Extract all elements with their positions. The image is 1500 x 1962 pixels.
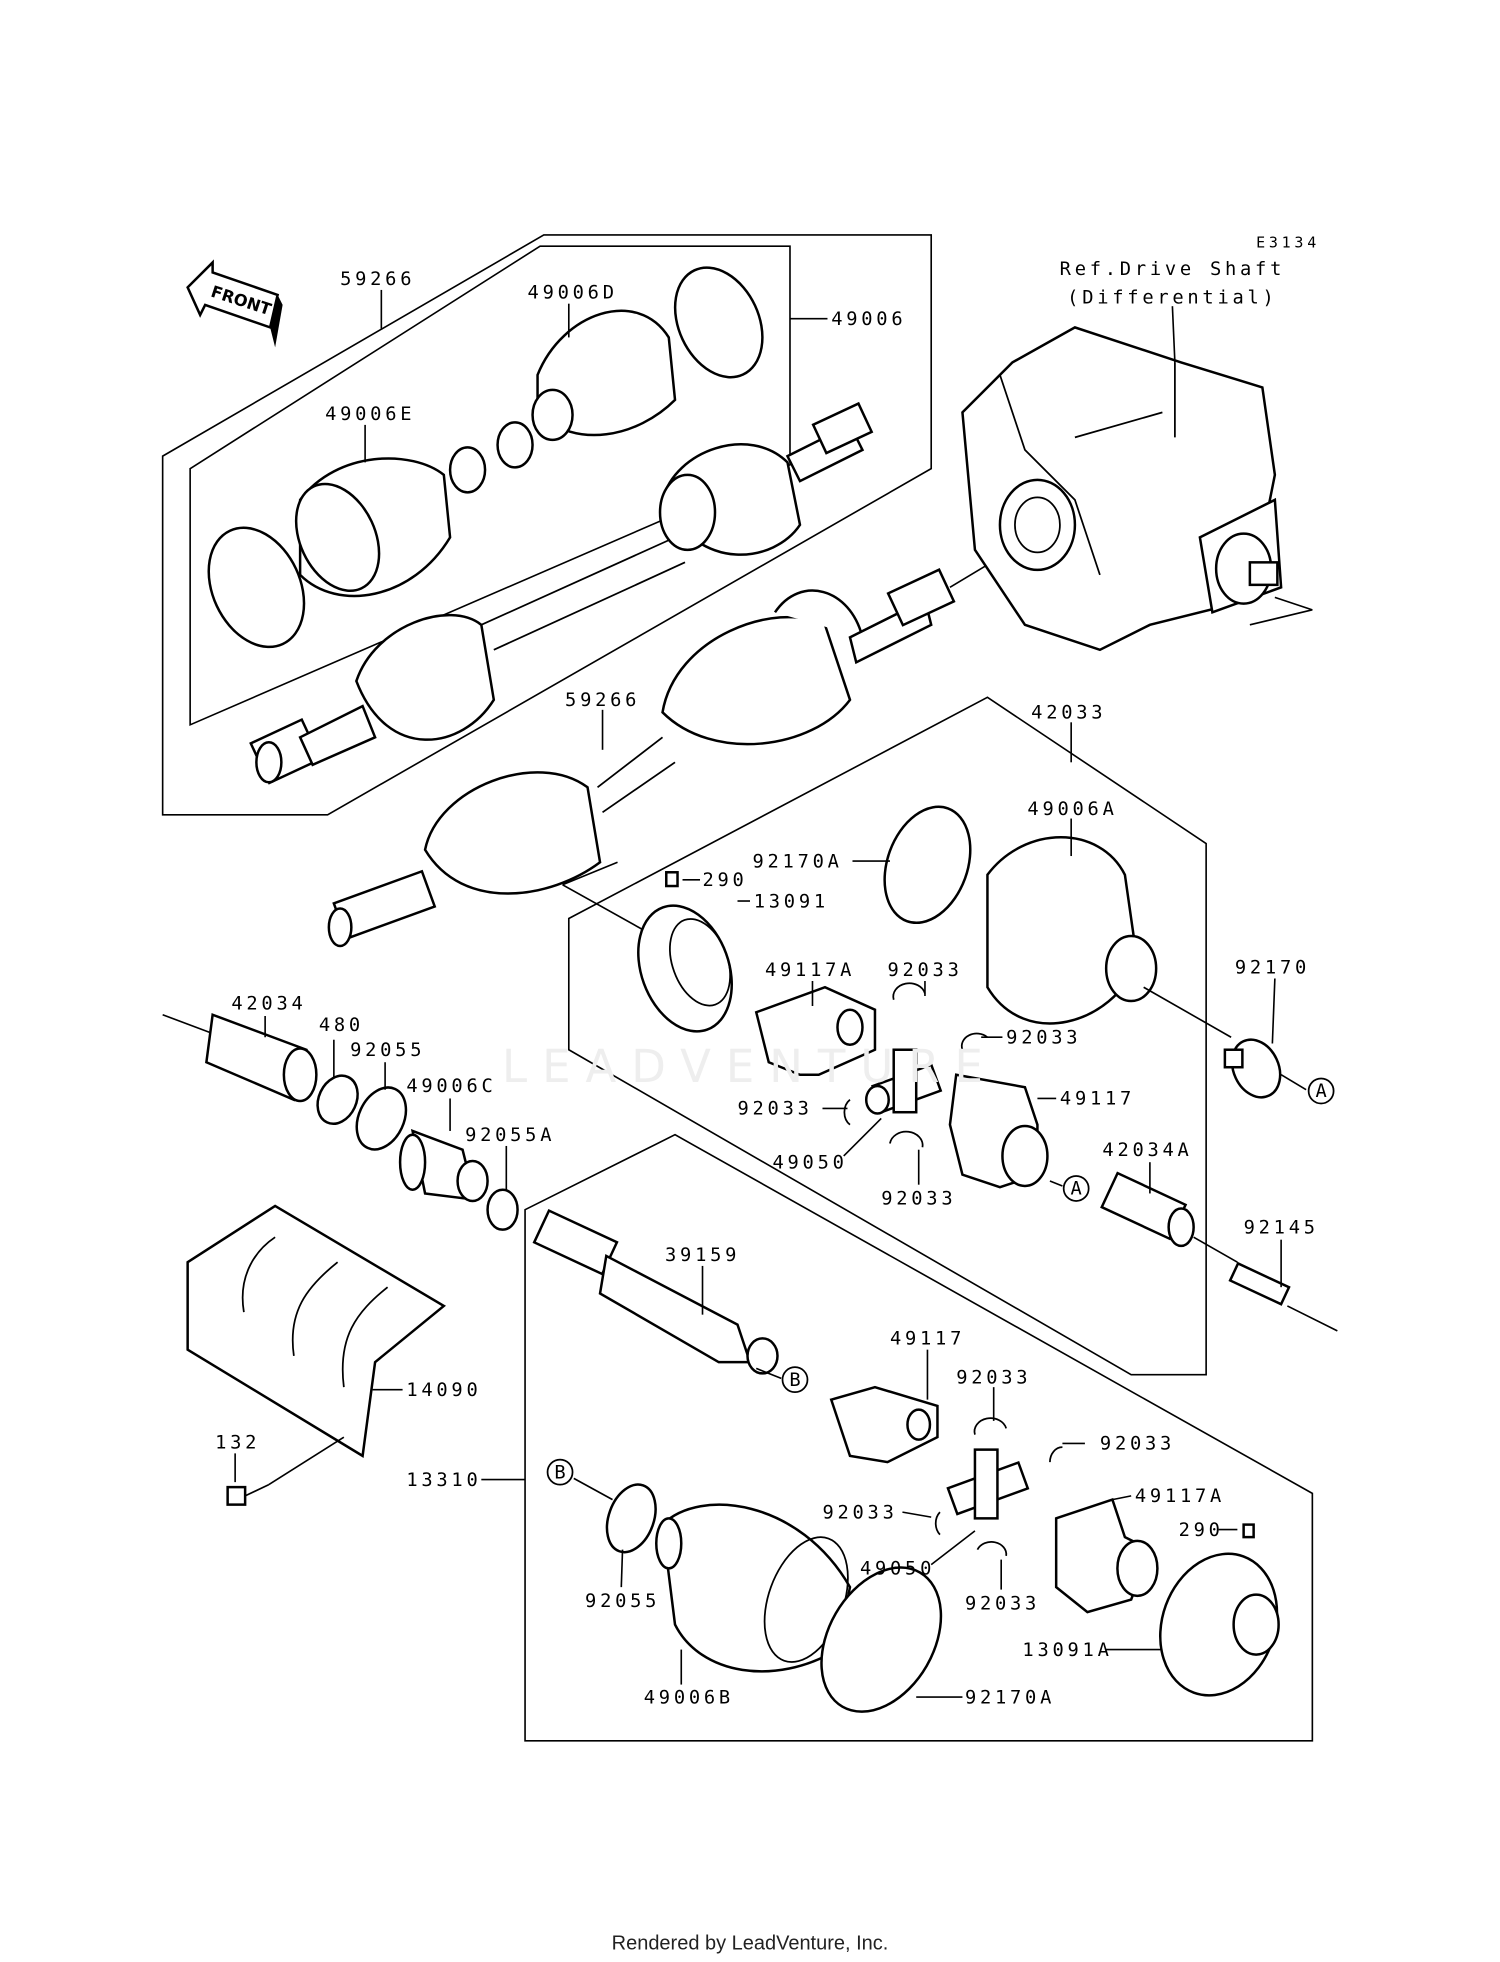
part-label: 49006E xyxy=(325,404,415,425)
part-label: 42033 xyxy=(1031,703,1106,724)
part-label: 92170A xyxy=(965,1687,1055,1708)
clip-92033 xyxy=(843,982,989,1148)
part-label: 92055 xyxy=(585,1591,660,1612)
cross-49050 xyxy=(864,1048,943,1115)
svg-text:A: A xyxy=(1071,1179,1082,1200)
part-label: 92033 xyxy=(881,1189,956,1210)
part-label: 92170A xyxy=(752,851,842,872)
svg-text:B: B xyxy=(789,1370,800,1391)
part-label: 290 xyxy=(703,870,748,891)
box-line xyxy=(562,861,618,886)
part-label: 39159 xyxy=(665,1245,740,1266)
part-label: 49117A xyxy=(765,960,855,981)
cross-49050-lower xyxy=(946,1448,1030,1520)
part-label: 92033 xyxy=(822,1502,897,1523)
yoke-49117a xyxy=(754,985,877,1076)
part-label: 480 xyxy=(319,1015,364,1036)
outer-box-59266 xyxy=(161,234,933,816)
part-label: 59266 xyxy=(565,690,640,711)
clamp-92170 xyxy=(1223,1038,1282,1099)
o-ring-92055 xyxy=(355,1086,408,1151)
part-label: 92033 xyxy=(965,1594,1040,1615)
spline-42034a xyxy=(1100,1171,1238,1263)
o-ring-92055a xyxy=(486,1188,519,1231)
part-label: 92055A xyxy=(465,1125,555,1146)
part-label: 49050 xyxy=(860,1559,935,1580)
box-line xyxy=(562,884,648,933)
drive-shaft-upper xyxy=(249,401,874,785)
part-label: 92033 xyxy=(1006,1027,1081,1048)
guard-14090 xyxy=(186,1204,447,1458)
part-label: 42034 xyxy=(231,994,306,1015)
box-13310 xyxy=(524,1133,1314,1742)
o-ring-92055-lower xyxy=(605,1483,657,1554)
sleeve-42034 xyxy=(205,1013,318,1103)
part-label: 92033 xyxy=(887,960,962,981)
part-label: 14090 xyxy=(406,1380,481,1401)
svg-text:B: B xyxy=(554,1462,565,1483)
part-label: 92033 xyxy=(1100,1434,1175,1455)
clip-92033-lower xyxy=(934,1417,1063,1556)
part-label: 49117 xyxy=(890,1329,965,1350)
drive-shaft-lower xyxy=(327,564,988,948)
yoke-13091 xyxy=(637,871,733,1033)
inner-box-49006 xyxy=(189,245,791,727)
front-arrow-icon: FRONT xyxy=(186,259,283,348)
marker-a: A xyxy=(1062,1175,1090,1202)
part-label: 59266 xyxy=(340,269,415,290)
part-label: 92055 xyxy=(350,1040,425,1061)
circlip-480 xyxy=(316,1074,359,1125)
part-label: 49006B xyxy=(644,1687,734,1708)
marker-a: A xyxy=(1307,1077,1335,1105)
part-label: 49006A xyxy=(1027,799,1117,820)
boot-49006d xyxy=(531,266,764,442)
part-label: 13310 xyxy=(406,1470,481,1491)
cover-13091a xyxy=(1159,1552,1280,1697)
band-92170a-lower xyxy=(820,1566,943,1713)
svg-text:A: A xyxy=(1315,1081,1326,1102)
part-label: 49117 xyxy=(1060,1089,1135,1110)
bolt-132 xyxy=(226,1436,345,1506)
part-label: 132 xyxy=(215,1432,260,1453)
part-label: 49006C xyxy=(406,1076,496,1097)
part-label: 13091A xyxy=(1022,1640,1112,1661)
band-92170a xyxy=(883,805,972,925)
diagram-code: E3134 xyxy=(1256,233,1320,251)
boot-49006a xyxy=(986,836,1232,1038)
spring-92145 xyxy=(1228,1261,1338,1332)
joint-49006c xyxy=(398,1129,489,1203)
yoke-49117-lower xyxy=(829,1385,939,1464)
part-label: 92033 xyxy=(956,1367,1031,1388)
box-42033 xyxy=(567,696,1207,1376)
ref-note-line1: Ref.Drive Shaft xyxy=(1060,259,1285,280)
watermark: LEADVENTURE xyxy=(502,1040,998,1093)
part-label: 92033 xyxy=(738,1099,813,1120)
boot-49006e xyxy=(207,421,534,649)
part-label: 49050 xyxy=(772,1152,847,1173)
leader-lines xyxy=(234,289,1307,1698)
differential-housing xyxy=(961,326,1313,652)
part-label: 92170 xyxy=(1235,958,1310,979)
part-label: 42034A xyxy=(1102,1140,1192,1161)
part-label: 13091 xyxy=(754,891,829,912)
marker-b: B xyxy=(546,1458,574,1486)
shaft-39159 xyxy=(532,1208,779,1375)
part-label: 49006D xyxy=(528,283,618,304)
part-label: 49006 xyxy=(831,309,906,330)
ref-note-line2: (Differential) xyxy=(1067,288,1277,309)
part-label: 92145 xyxy=(1244,1217,1319,1238)
marker-b: B xyxy=(781,1366,809,1394)
footer-credit: Rendered by LeadVenture, Inc. xyxy=(612,1933,889,1955)
part-label: 290 xyxy=(1179,1520,1224,1541)
part-label: 49117A xyxy=(1135,1486,1225,1507)
